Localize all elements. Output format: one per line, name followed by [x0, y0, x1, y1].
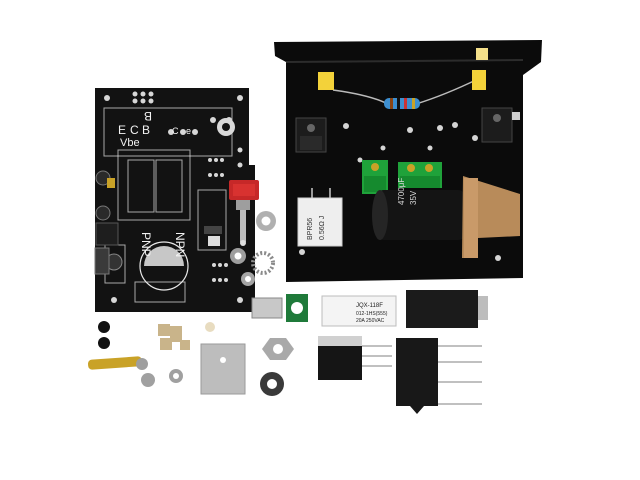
mica-insulator: [200, 343, 246, 395]
resistor-axial: [332, 78, 479, 109]
power-resistor-label-2: 0.56Ω J: [319, 216, 326, 240]
dc-jack-icon: [295, 117, 327, 153]
relay-label-model: JQX-118F: [356, 303, 383, 309]
trimmer-pot-icon: [251, 294, 308, 322]
capacitor-label-value: 4700μF: [397, 178, 406, 205]
electrolytic-capacitor: 4700μF 35V: [372, 178, 466, 240]
relay-label-coil: 012-1HS(555): [356, 311, 388, 317]
relay-small: JQX-118F 012-1HS(555) 20A 250VAC: [321, 295, 397, 327]
relay-label-rating: 20A 250VAC: [356, 318, 385, 324]
green-terminal-block-right: [398, 162, 442, 188]
pcb-label-c2: C: [172, 126, 179, 136]
power-transistor: [318, 336, 392, 380]
pcb-label-c: C: [130, 123, 139, 137]
pcb-label-b2: B: [142, 123, 150, 137]
capacitor-label-voltage: 35V: [409, 190, 418, 205]
copper-heat-bracket: [462, 176, 520, 258]
toggle-switch-icon: [229, 180, 259, 246]
pcb-label-vbe: Vbe: [120, 137, 140, 149]
yellow-label-tab: [476, 48, 488, 60]
relay-large-black: [406, 290, 488, 328]
green-terminal-block-left: [362, 160, 388, 194]
bridge-rectifier: [396, 338, 482, 414]
yellow-capacitor-left: [318, 72, 334, 90]
flat-washer: [260, 372, 284, 396]
hardware-fasteners: [87, 321, 215, 387]
pcb-label-b: B: [144, 109, 152, 123]
pcb-label-e2: e: [186, 126, 191, 136]
power-resistor-label-1: BPR56: [307, 218, 314, 240]
pcb-label-e: E: [118, 123, 126, 137]
ceramic-power-resistor: BPR56 0.56Ω J: [297, 188, 343, 247]
dc-jack-icon-right: [481, 107, 520, 143]
pcb-components: [94, 170, 222, 275]
yellow-capacitor-right: [472, 70, 486, 90]
pcb-label-pnp: PNP: [139, 232, 153, 257]
pcb-label-npn: NPN: [173, 232, 187, 257]
hex-nut: [262, 338, 294, 360]
pcb-board: B E C B Vbe C e NPN PNP: [95, 88, 255, 312]
washer-set-upper: [230, 211, 276, 286]
